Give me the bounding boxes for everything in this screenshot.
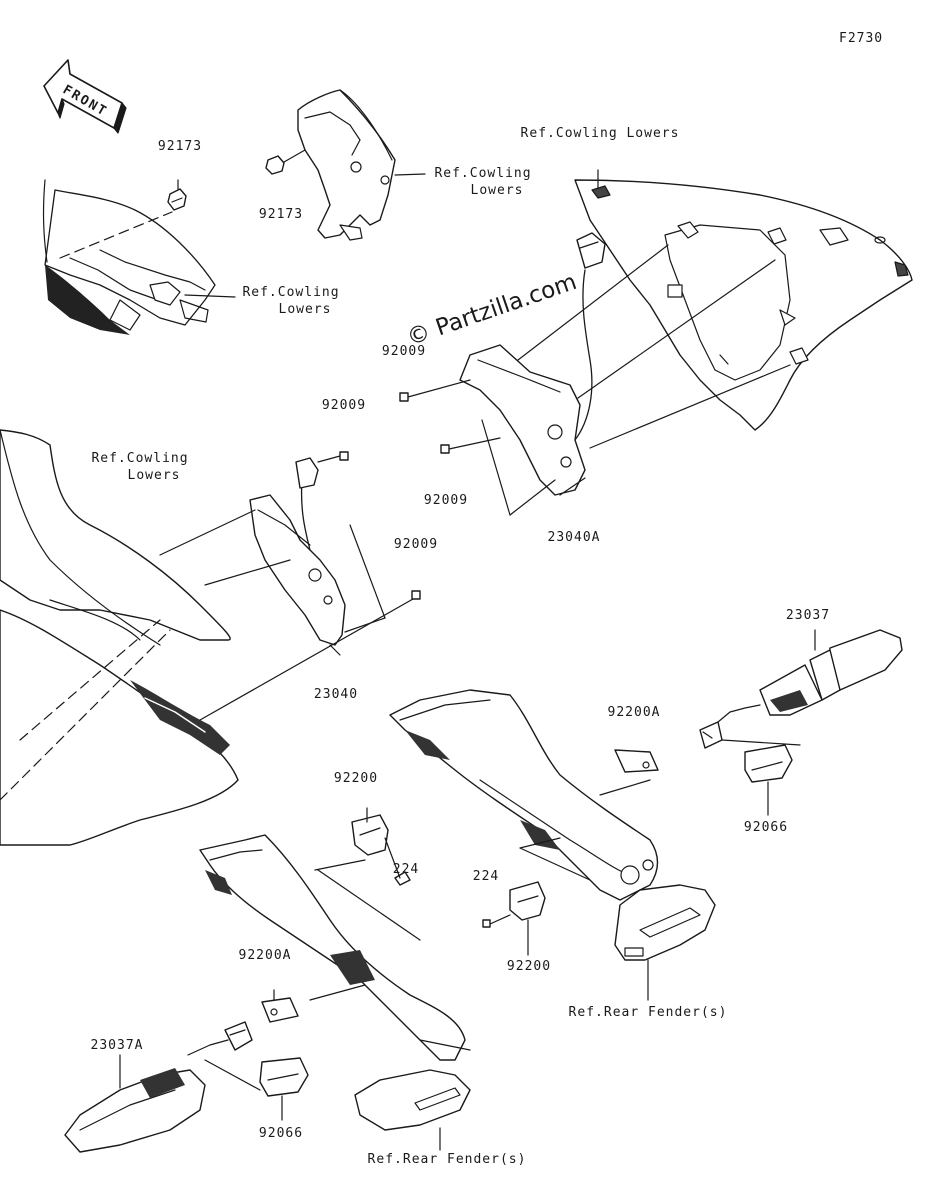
rear-fender-left-illustration xyxy=(199,834,471,1151)
label-23040A: 23040A xyxy=(547,530,601,545)
front-arrow-icon: FRONT xyxy=(43,59,127,134)
label-ref-cowling-mid-1: Ref.Cowling xyxy=(434,166,532,181)
label-92009-left-lower: 92009 xyxy=(393,537,439,552)
label-23040: 23040 xyxy=(313,687,359,702)
holder-92066-left xyxy=(259,1057,309,1121)
label-ref-cowling-top: Ref.Cowling Lowers xyxy=(520,126,680,141)
label-92009-right-upper: 92009 xyxy=(381,344,427,359)
label-23037: 23037 xyxy=(785,608,831,623)
label-ref-cowling-left-1: Ref.Cowling xyxy=(242,285,340,300)
label-92066-right: 92066 xyxy=(743,820,789,835)
label-23037A: 23037A xyxy=(90,1038,144,1053)
turn-signal-23037 xyxy=(699,629,903,749)
bolt-92009-left-lower xyxy=(411,590,421,600)
clip-92173-top xyxy=(265,149,306,175)
label-92009-left-upper: 92009 xyxy=(321,398,367,413)
figure-code: F2730 xyxy=(839,31,884,46)
label-ref-cowling-lower-2: Lowers xyxy=(127,468,181,483)
bolt-92009-left-upper xyxy=(317,451,349,463)
label-92066-left: 92066 xyxy=(258,1126,304,1141)
turn-signal-23037A xyxy=(64,1021,261,1153)
rear-fender-right-illustration xyxy=(389,689,716,1001)
cowling-left-upper-illustration xyxy=(42,179,236,335)
label-92200A-left: 92200A xyxy=(238,948,292,963)
label-92009-right-lower: 92009 xyxy=(423,493,469,508)
cowling-upper-right-illustration xyxy=(574,169,913,431)
clip-92200-lower xyxy=(482,881,546,956)
cowling-lower-left-illustration xyxy=(0,429,239,846)
clip-92173-left xyxy=(167,179,187,211)
grommet-92200A-left xyxy=(261,989,299,1023)
label-ref-rear-fender-right: Ref.Rear Fender(s) xyxy=(568,1005,728,1020)
holder-92066-right xyxy=(721,739,801,816)
label-ref-cowling-lower-1: Ref.Cowling xyxy=(91,451,189,466)
clip-92200-upper xyxy=(314,807,421,941)
bracket-23040A-illustration xyxy=(459,232,791,516)
grommet-92200A-right xyxy=(614,749,659,773)
label-ref-cowling-mid-2: Lowers xyxy=(470,183,524,198)
label-224-upper: 224 xyxy=(392,862,420,877)
label-92173-left: 92173 xyxy=(157,139,203,154)
bolt-92009-upper xyxy=(399,379,471,402)
label-92200-lower: 92200 xyxy=(506,959,552,974)
bracket-23040-illustration xyxy=(159,457,421,721)
bracket-top-middle-illustration xyxy=(297,89,426,241)
label-224-lower: 224 xyxy=(472,869,500,884)
label-ref-cowling-left-2: Lowers xyxy=(278,302,332,317)
bolt-92009-lower xyxy=(440,437,501,454)
label-92200A-right: 92200A xyxy=(607,705,661,720)
label-ref-rear-fender-left: Ref.Rear Fender(s) xyxy=(367,1152,527,1167)
label-92173-top: 92173 xyxy=(258,207,304,222)
label-92200-upper: 92200 xyxy=(333,771,379,786)
